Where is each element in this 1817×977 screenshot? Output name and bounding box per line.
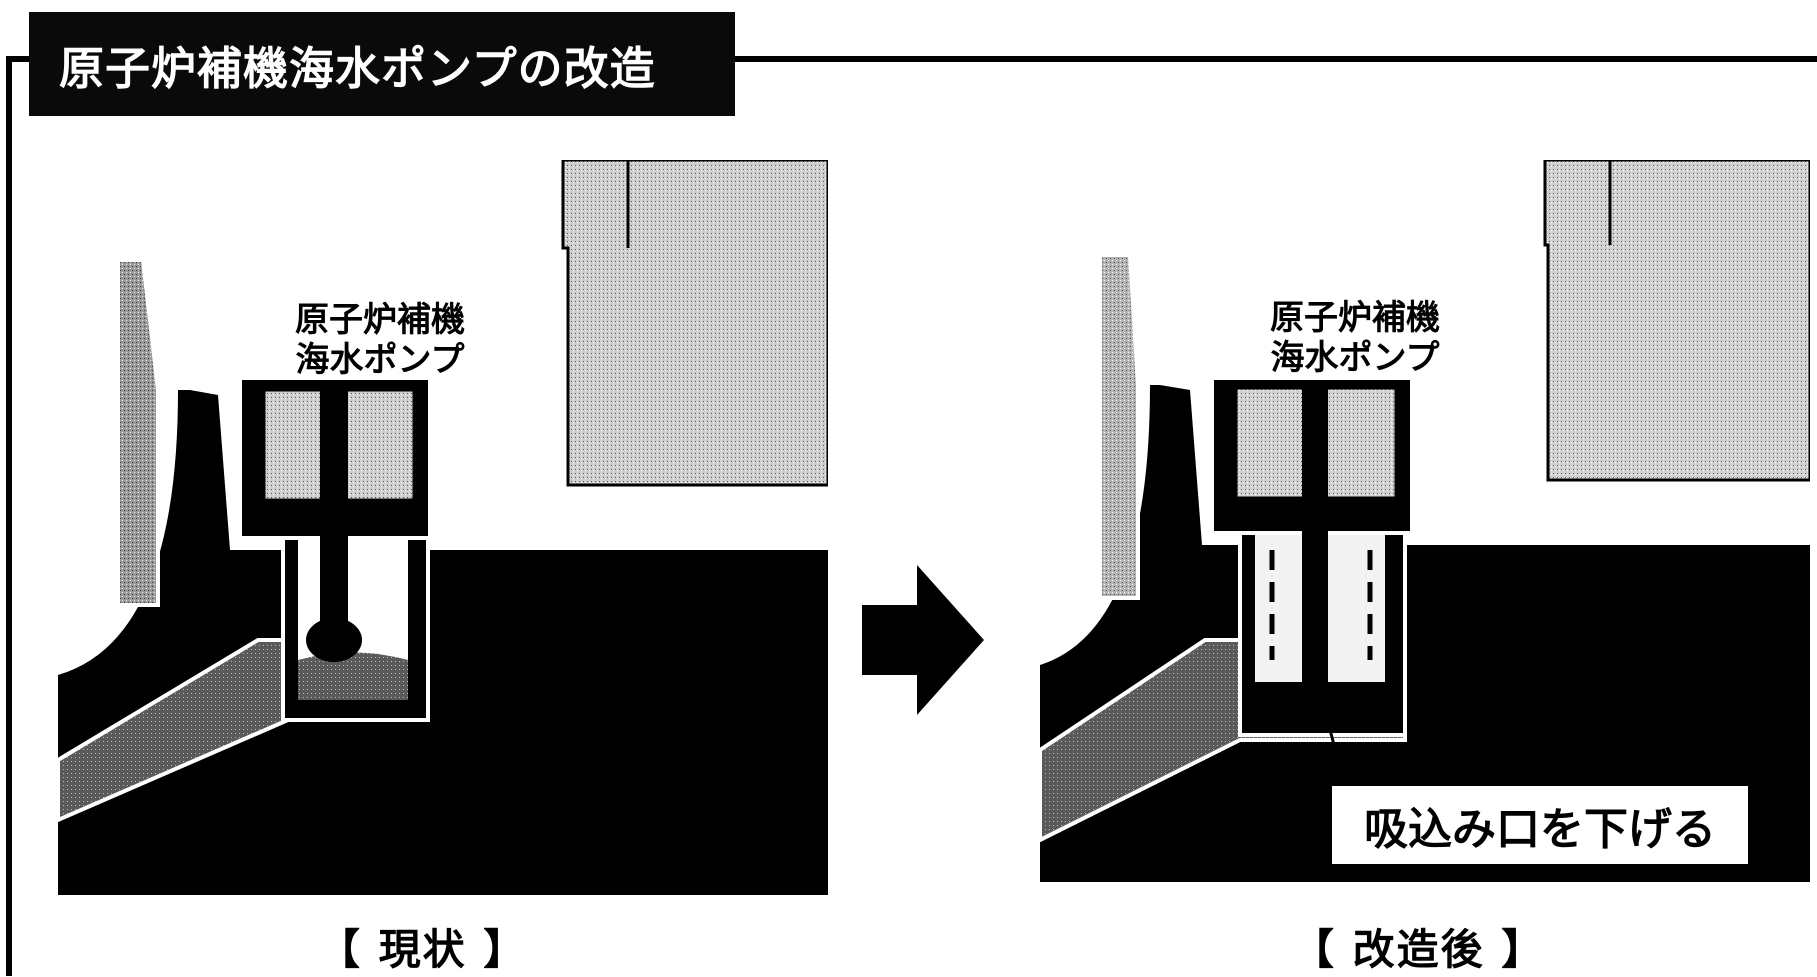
page-title: 原子炉補機海水ポンプの改造 xyxy=(29,12,735,116)
pump-suction-bell xyxy=(306,618,362,662)
seawater-area xyxy=(58,390,828,895)
diagram-after xyxy=(1040,160,1810,882)
building-block xyxy=(561,160,828,487)
pump-label-before: 原子炉補機 海水ポンプ xyxy=(295,300,465,380)
caption-after: 【 改造後 】 xyxy=(1292,925,1546,974)
callout-lower-intake: 吸込み口を下げる xyxy=(1330,784,1750,866)
seawall xyxy=(116,258,160,607)
seawall xyxy=(1098,253,1140,600)
after-svg xyxy=(1040,160,1810,882)
pump-label-after: 原子炉補機 海水ポンプ xyxy=(1270,298,1440,378)
pump-suction-bell-lowered xyxy=(1285,683,1345,727)
caption-before: 【 現状 】 xyxy=(318,925,528,974)
seawater-area xyxy=(1040,385,1810,882)
before-svg xyxy=(58,160,828,895)
pump-shaft-extended xyxy=(1302,382,1328,700)
frame-left-border xyxy=(6,56,12,976)
right-arrow-icon xyxy=(862,565,984,715)
pump-shaft xyxy=(320,385,348,635)
frame-top-border xyxy=(6,56,1817,62)
building-block xyxy=(1543,160,1810,482)
diagram-before xyxy=(58,160,828,895)
